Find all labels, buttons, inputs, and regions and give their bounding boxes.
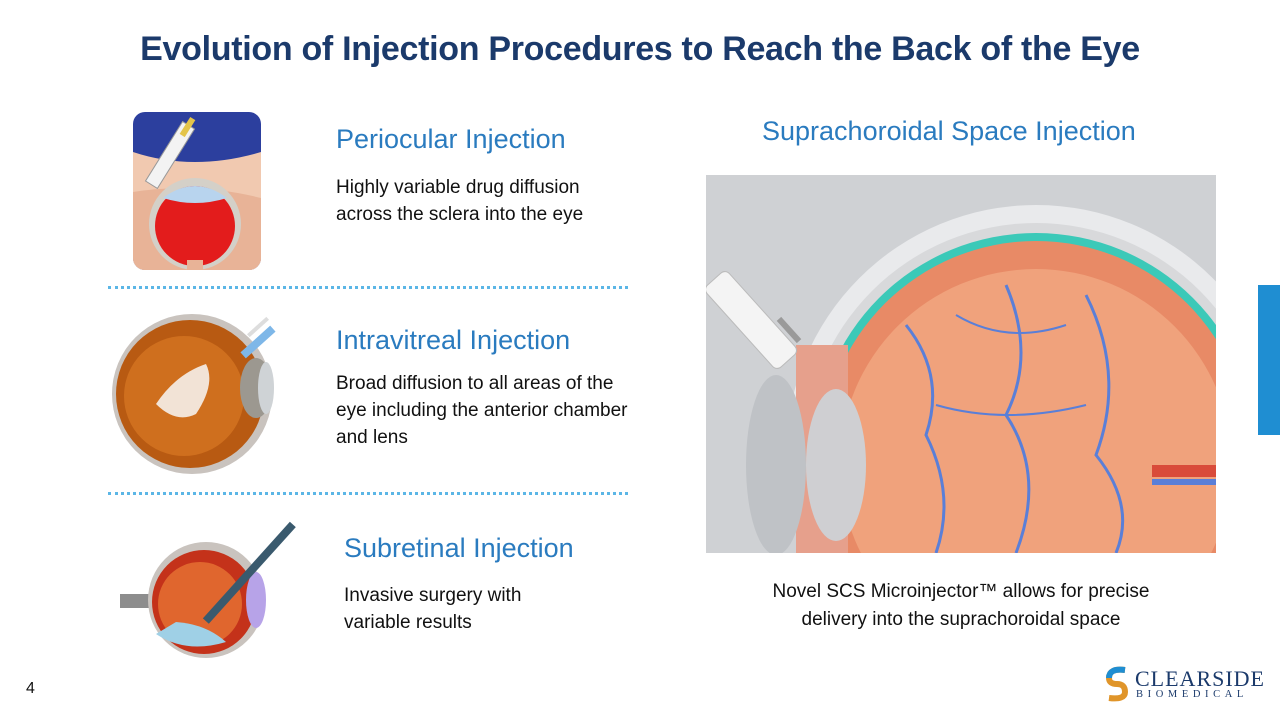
logo-subtitle: BIOMEDICAL bbox=[1136, 689, 1248, 700]
periocular-illustration bbox=[133, 112, 261, 270]
subretinal-illustration bbox=[120, 521, 296, 658]
side-accent-bar bbox=[1258, 285, 1280, 435]
scs-caption: Novel SCS Microinjector™ allows for prec… bbox=[706, 578, 1216, 634]
logo-mark-icon bbox=[1105, 666, 1129, 702]
page-number: 4 bbox=[26, 680, 35, 697]
intravitreal-description: Broad diffusion to all areas of the eye … bbox=[336, 373, 628, 448]
subretinal-description: Invasive surgery with variable results bbox=[344, 585, 522, 633]
scs-caption-line-2: delivery into the suprachoroidal space bbox=[801, 609, 1121, 630]
clearside-logo: CLEARSIDE BIOMEDICAL bbox=[1105, 664, 1264, 704]
section-divider bbox=[108, 286, 628, 289]
scs-caption-line-1: Novel SCS Microinjector™ allows for prec… bbox=[772, 581, 1150, 602]
scs-eye-illustration bbox=[706, 175, 1216, 553]
intravitreal-heading: Intravitreal Injection bbox=[336, 325, 571, 355]
logo-name: CLEARSIDE bbox=[1135, 666, 1265, 691]
subretinal-heading: Subretinal Injection bbox=[344, 533, 574, 563]
periocular-heading: Periocular Injection bbox=[336, 124, 566, 154]
slide-title: Evolution of Injection Procedures to Rea… bbox=[140, 30, 1140, 68]
periocular-description: Highly variable drug diffusion across th… bbox=[336, 177, 584, 225]
scs-heading: Suprachoroidal Space Injection bbox=[762, 116, 1136, 146]
intravitreal-illustration bbox=[112, 314, 276, 474]
section-divider bbox=[108, 492, 628, 495]
